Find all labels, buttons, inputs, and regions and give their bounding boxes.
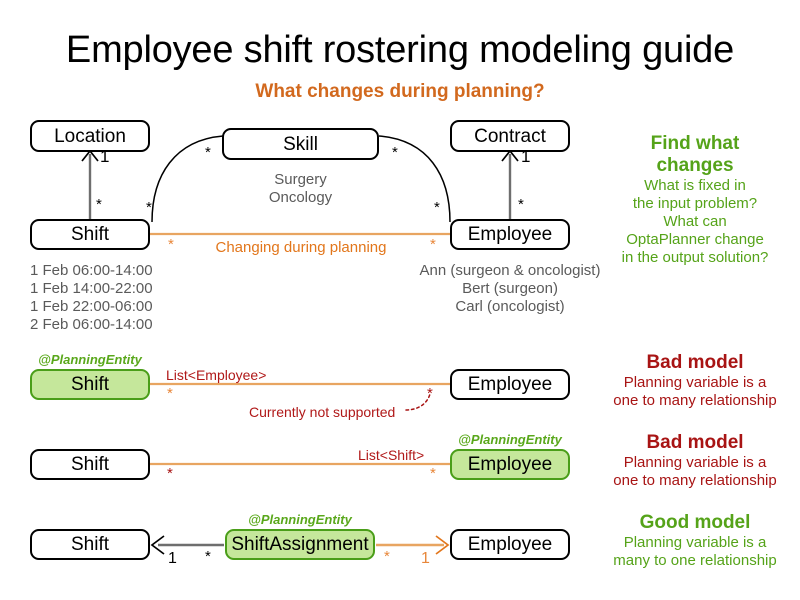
box-skill[interactable]: Skill bbox=[222, 128, 379, 160]
mult-skill-right: * bbox=[392, 144, 398, 161]
mult-good-shift-one: 1 bbox=[168, 550, 177, 567]
annotation-planning-entity-good: @PlanningEntity bbox=[248, 512, 352, 527]
label-bad1-list-employee: List<Employee> bbox=[166, 367, 267, 383]
page-title: Employee shift rostering modeling guide bbox=[65, 29, 735, 71]
callout-body: Planning variable is a one to many relat… bbox=[613, 374, 777, 409]
mult-good-assignment-left: * bbox=[205, 548, 211, 565]
mult-bad1-left: * bbox=[167, 385, 173, 402]
edge-shift-skill bbox=[151, 135, 224, 223]
label-bad2-list-shift: List<Shift> bbox=[358, 447, 425, 463]
callout-headline: Good model bbox=[639, 512, 751, 533]
mult-bad2-left: * bbox=[167, 465, 173, 482]
box-good-shift[interactable]: Shift bbox=[30, 529, 150, 560]
mult-bad2-right: * bbox=[430, 465, 436, 482]
shift-instances: 1 Feb 06:00-14:00 1 Feb 14:00-22:00 1 Fe… bbox=[30, 262, 153, 333]
mult-employee-skill: * bbox=[434, 199, 440, 216]
box-bad1-shift[interactable]: Shift bbox=[30, 369, 150, 400]
label-changing-during-planning: Changing during planning bbox=[215, 239, 387, 256]
mult-good-employee-one: 1 bbox=[421, 550, 430, 567]
callout-headline: Bad model bbox=[646, 352, 744, 373]
callout-headline: Find what changes bbox=[650, 133, 740, 176]
box-bad2-employee[interactable]: Employee bbox=[450, 449, 570, 480]
mult-shift-location: * bbox=[96, 196, 102, 213]
callout-bad-model-1: Bad model Planning variable is a one to … bbox=[596, 352, 794, 410]
callout-find-what-changes: Find what changes What is fixed in the i… bbox=[596, 133, 794, 267]
box-contract[interactable]: Contract bbox=[450, 120, 570, 152]
callout-body: What is fixed in the input problem? What… bbox=[621, 177, 769, 266]
employee-instances: Ann (surgeon & oncologist) Bert (surgeon… bbox=[419, 262, 601, 315]
box-good-employee[interactable]: Employee bbox=[450, 529, 570, 560]
note-currently-not-supported: Currently not supported bbox=[249, 404, 396, 420]
callout-body: Planning variable is a one to many relat… bbox=[613, 454, 777, 489]
box-shift[interactable]: Shift bbox=[30, 219, 150, 250]
callout-headline: Bad model bbox=[646, 432, 744, 453]
box-good-shiftassignment[interactable]: ShiftAssignment bbox=[225, 529, 375, 560]
mult-employee-contract: * bbox=[518, 196, 524, 213]
box-employee[interactable]: Employee bbox=[450, 219, 570, 250]
callout-body: Planning variable is a many to one relat… bbox=[613, 534, 777, 569]
mult-shift-employee: * bbox=[168, 236, 174, 253]
box-bad2-shift[interactable]: Shift bbox=[30, 449, 150, 480]
mult-good-assignment-right: * bbox=[384, 548, 390, 565]
page-subtitle: What changes during planning? bbox=[255, 81, 545, 102]
mult-location-one: 1 bbox=[100, 147, 110, 166]
box-bad1-employee[interactable]: Employee bbox=[450, 369, 570, 400]
mult-bad1-right: * bbox=[427, 385, 433, 402]
callout-bad-model-2: Bad model Planning variable is a one to … bbox=[596, 432, 794, 490]
mult-skill-left: * bbox=[205, 144, 211, 161]
annotation-planning-entity-bad2: @PlanningEntity bbox=[458, 432, 562, 447]
mult-employee-shift: * bbox=[430, 236, 436, 253]
callout-good-model: Good model Planning variable is a many t… bbox=[596, 512, 794, 570]
mult-contract-one: 1 bbox=[521, 147, 531, 166]
box-location[interactable]: Location bbox=[30, 120, 150, 152]
annotation-planning-entity-bad1: @PlanningEntity bbox=[38, 352, 142, 367]
edge-good-shiftassignment-shift bbox=[150, 535, 224, 555]
skill-instances: Surgery Oncology bbox=[268, 171, 333, 206]
edge-employee-contract bbox=[501, 149, 519, 219]
mult-shift-skill: * bbox=[146, 199, 152, 216]
